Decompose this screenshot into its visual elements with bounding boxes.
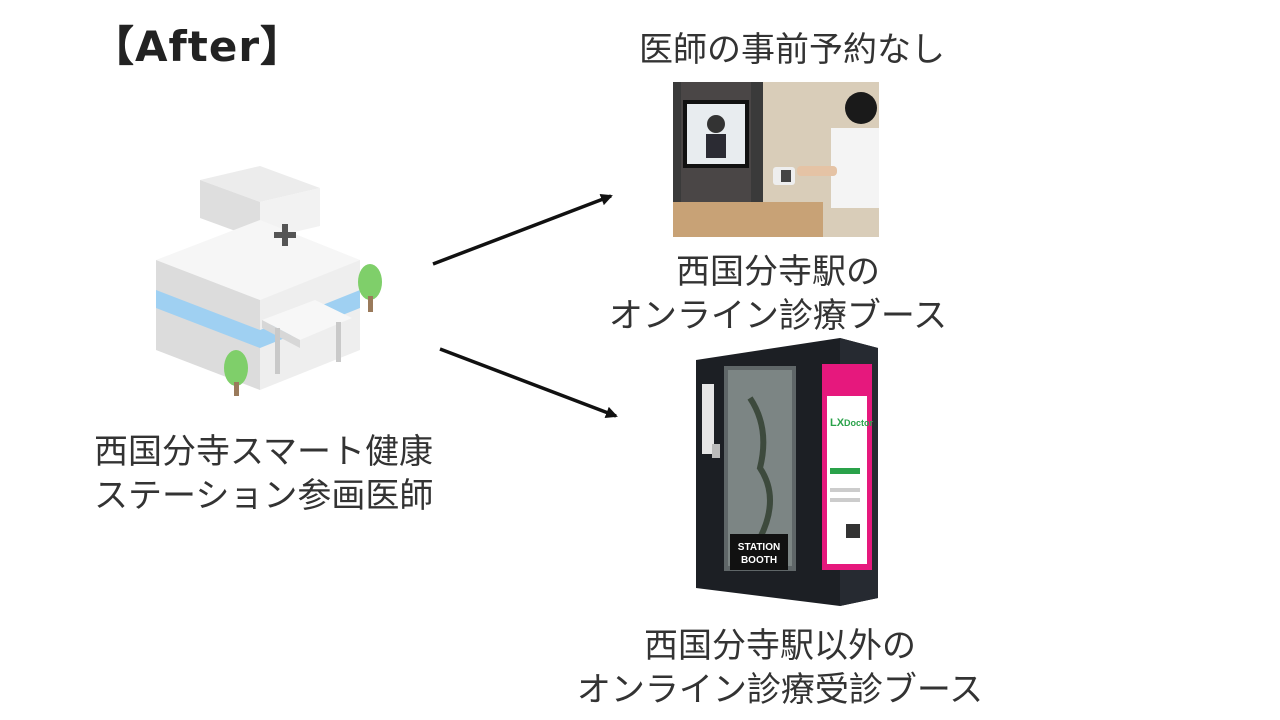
panel-brand-2: Doctor bbox=[844, 418, 873, 428]
arrow-to-seikokubunji-booth bbox=[432, 193, 613, 266]
other-booth-label: 西国分寺駅以外の オンライン診療受診ブース bbox=[545, 624, 1015, 712]
source-line1: 西国分寺スマート健康 bbox=[94, 432, 433, 472]
station-booth-illustration: STATION BOOTH LX Doctor bbox=[690, 338, 880, 612]
seikokubunji-booth-line1: 西国分寺駅の bbox=[676, 252, 880, 292]
booth-sign-line1: STATION bbox=[738, 542, 780, 553]
consultation-photo bbox=[673, 82, 879, 237]
page-title: 【After】 bbox=[92, 22, 304, 71]
seikokubunji-booth-line2: オンライン診療ブース bbox=[608, 296, 948, 336]
top-label: 医師の事前予約なし bbox=[639, 30, 945, 70]
arrow-to-other-booth bbox=[439, 347, 618, 419]
source-doctor-label: 西国分寺スマート健康 ステーション参画医師 bbox=[94, 430, 484, 518]
other-booth-line1: 西国分寺駅以外の bbox=[644, 626, 916, 666]
source-line2: ステーション参画医師 bbox=[94, 476, 434, 516]
panel-brand-1: LX bbox=[830, 417, 845, 429]
hospital-building-icon bbox=[150, 160, 390, 404]
seikokubunji-booth-label: 西国分寺駅の オンライン診療ブース bbox=[580, 250, 976, 338]
booth-sign-line2: BOOTH bbox=[741, 555, 777, 566]
other-booth-line2: オンライン診療受診ブース bbox=[576, 670, 984, 710]
